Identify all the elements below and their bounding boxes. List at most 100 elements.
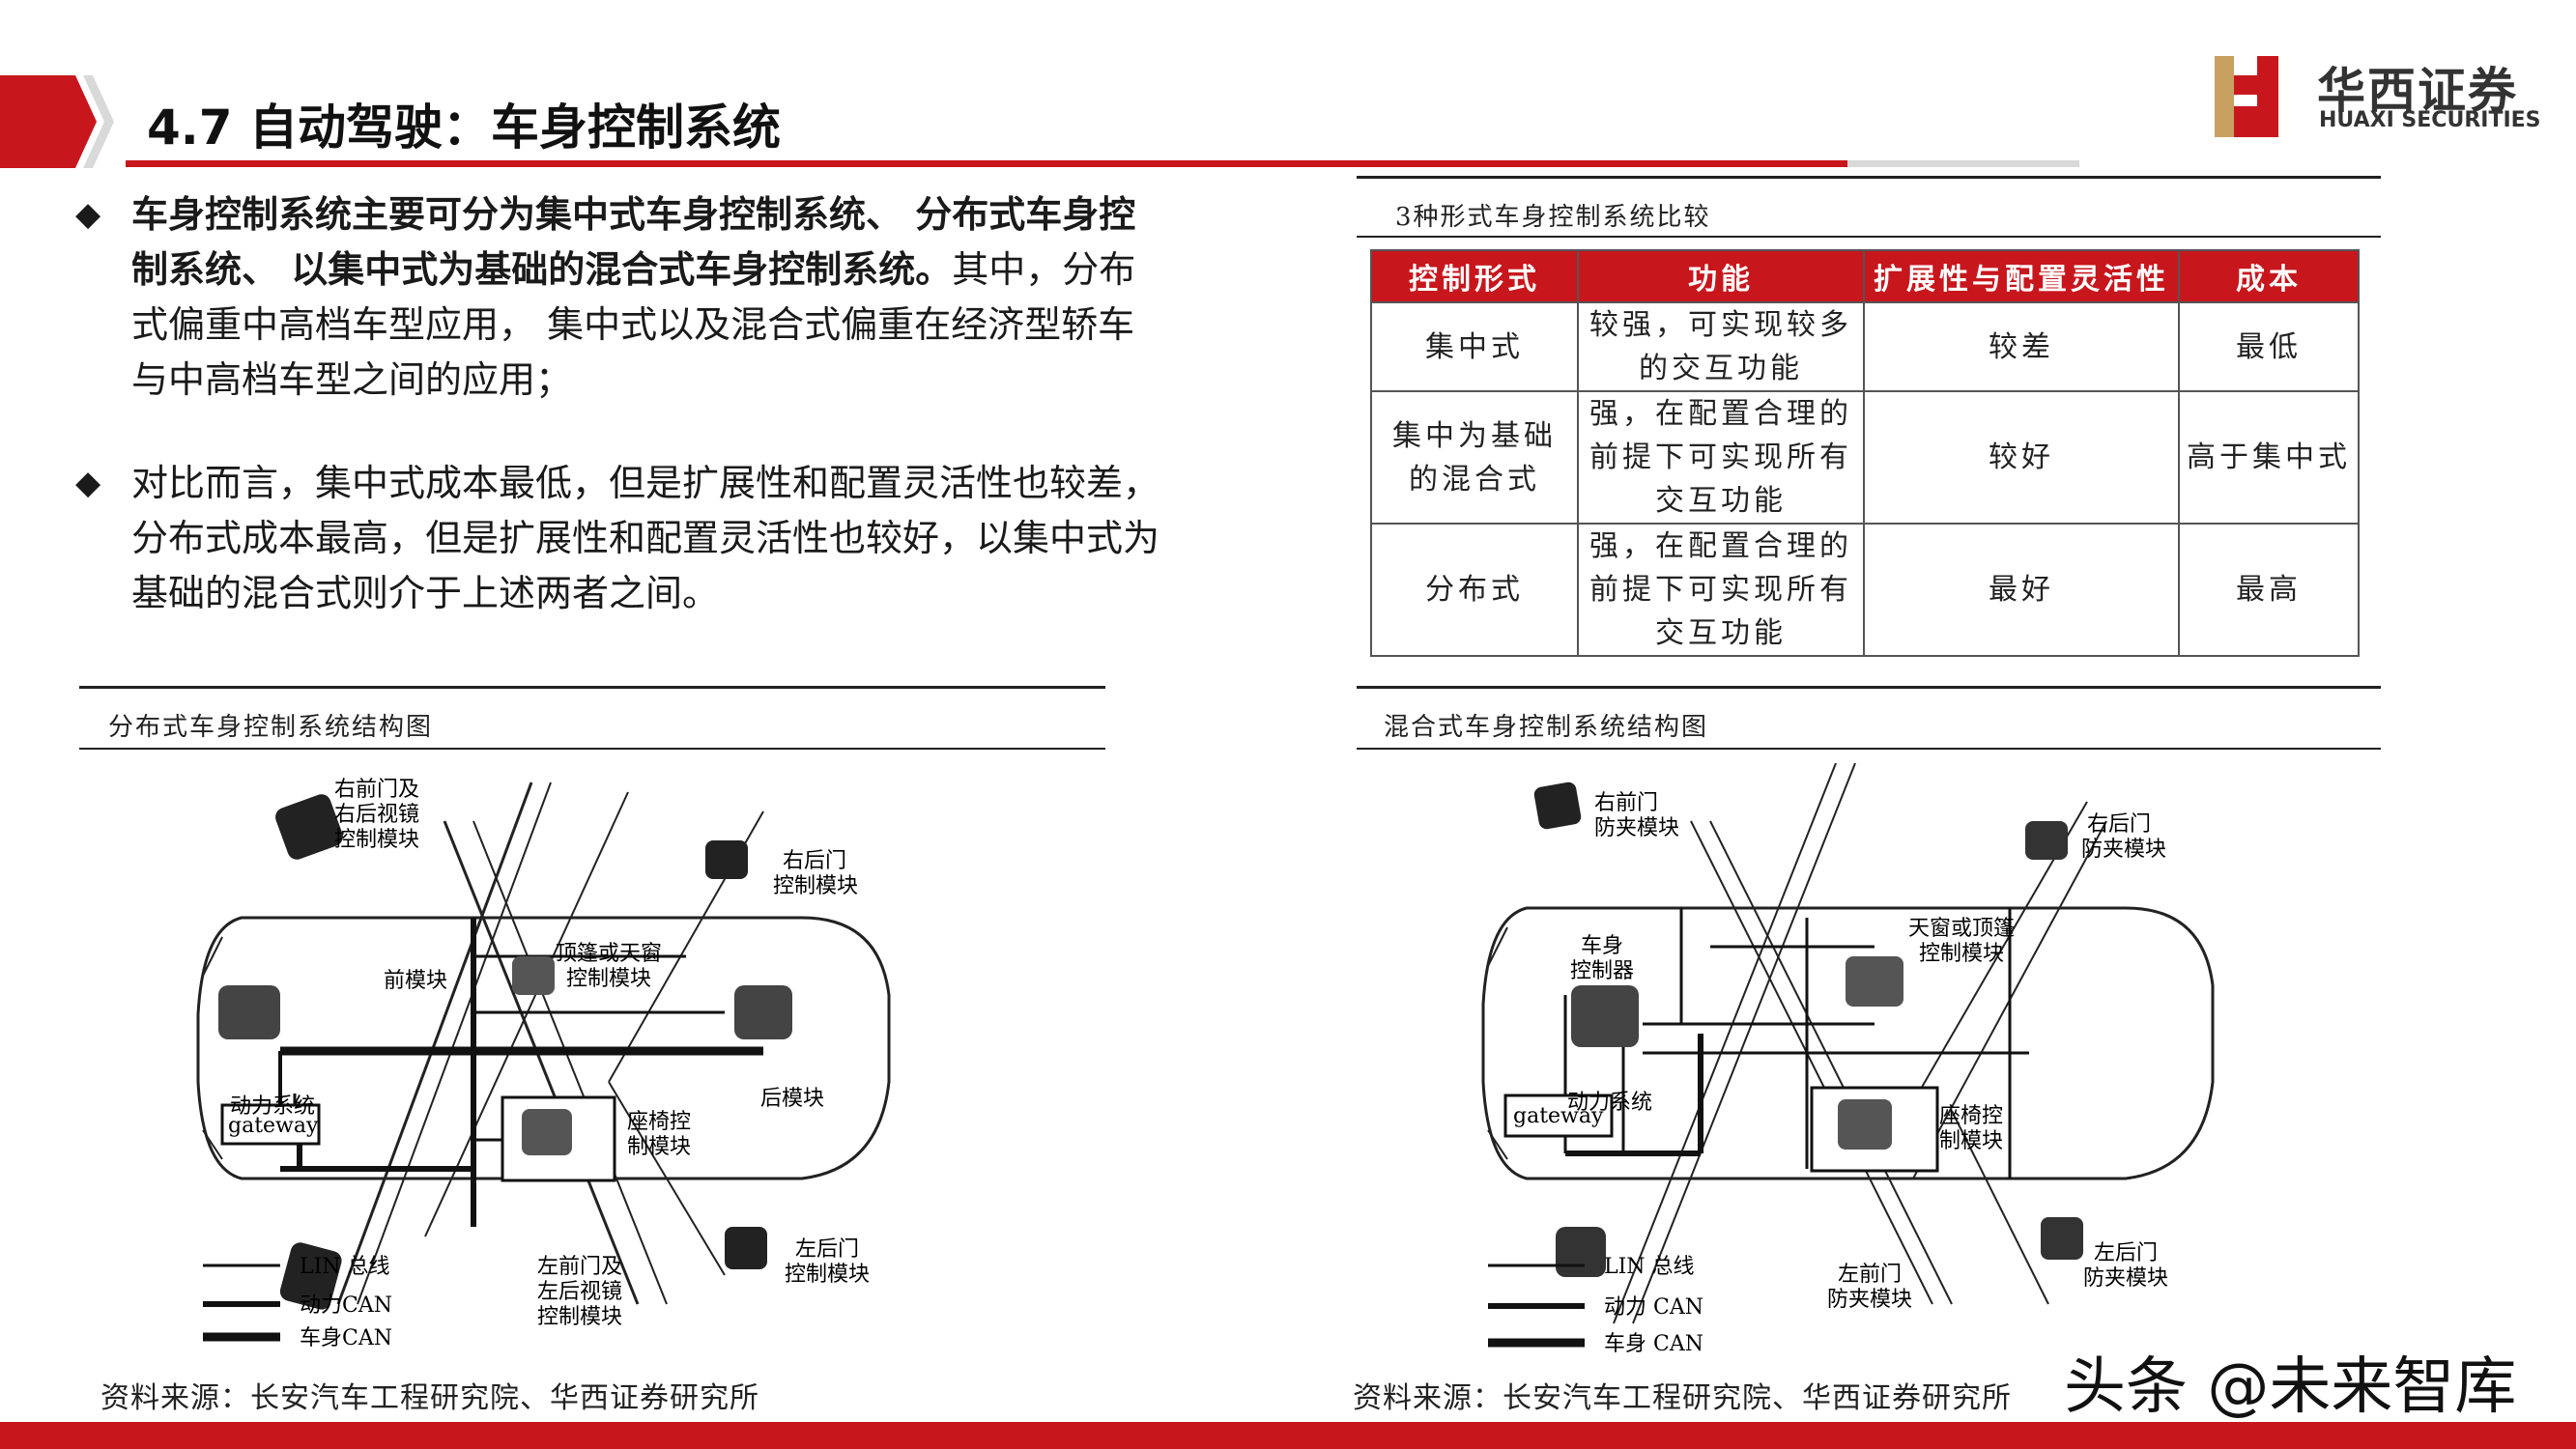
diagram-label: 控制模块: [537, 1305, 622, 1329]
logo-chinese-name: 华西证券: [2317, 62, 2518, 119]
table-row: 集中式 较强，可实现较多的交互功能 较差 最低: [1370, 301, 2360, 392]
title-underline-gray: [1847, 160, 2079, 167]
comparison-table: 控制形式 功能 扩展性与配置灵活性 成本 集中式 较强，可实现较多的交互功能 较…: [1370, 249, 2360, 657]
bullet-line: 基础的混合式则介于上述两者之间。: [131, 572, 720, 614]
diagram-label: 制模块: [1939, 1129, 2003, 1153]
legend-label: 动力 CAN: [1604, 1295, 1703, 1320]
legend-label: 车身 CAN: [1604, 1332, 1703, 1356]
left-figure-caption: 分布式车身控制系统结构图: [108, 713, 434, 742]
diagram-label: 防夹模块: [1827, 1288, 1912, 1312]
table-cell: 最高: [2178, 523, 2360, 657]
table-row: 集中为基础的混合式 强，在配置合理的前提下可实现所有交互功能 较好 高于集中式: [1370, 390, 2360, 525]
left-figure-caption-rule: [79, 748, 1105, 750]
diagram-label: 控制模块: [566, 967, 651, 991]
diagram-label: 座椅控: [1939, 1104, 2003, 1128]
diagram-label: 右前门及: [334, 778, 419, 802]
table-caption: 3种形式车身控制系统比较: [1395, 203, 1711, 232]
diagram-label: 控制模块: [785, 1263, 870, 1287]
diagram-label: 后模块: [760, 1087, 824, 1111]
diagram-label: 动力系统: [1567, 1091, 1652, 1115]
bullet-line: 车身控制系统主要可分为集中式车身控制系统、 分布式车身控: [131, 193, 1136, 236]
table-header: 功能: [1577, 249, 1865, 303]
table-cell: 最好: [1863, 523, 2180, 657]
table-cell: 较强，可实现较多: [1589, 308, 1852, 342]
diamond-bullet-icon: ◆: [75, 464, 101, 502]
table-cell: 前提下可实现所有: [1589, 440, 1852, 474]
diagram-label: 左前门及: [537, 1255, 622, 1279]
distributed-system-diagram: 右前门及 右后视镜 控制模块 右后门 控制模块 前模块 顶篷或天窗 控制模块 后…: [196, 778, 891, 1350]
diagram-label: 防夹模块: [2081, 838, 2166, 862]
legend-label: LIN 总线: [300, 1255, 390, 1279]
table-cell: 的混合式: [1409, 462, 1540, 497]
diagram-label: 右后门: [2087, 812, 2151, 837]
table-cell: 强，在配置合理的: [1589, 529, 1852, 563]
diagram-label: 右后视镜: [334, 803, 419, 827]
table-cell: 较差: [1863, 301, 2180, 392]
diagram-label: 左后视镜: [537, 1280, 622, 1304]
diagram-label: gateway: [1513, 1104, 1604, 1128]
table-cell: 强，在配置合理的: [1589, 397, 1852, 431]
gateway-box: [1503, 1094, 1614, 1138]
diagram-label: 顶篷或天窗: [556, 942, 662, 966]
table-header: 扩展性与配置灵活性: [1863, 249, 2180, 303]
hybrid-system-diagram: 右前门 防夹模块 右后门 防夹模块 车身 控制器 天窗或顶篷 控制模块 动力系统…: [1481, 763, 2215, 1356]
table-top-rule: [1357, 176, 2381, 179]
diagram-label: 防夹模块: [1594, 816, 1679, 840]
diagram-label: 控制模块: [1919, 942, 2004, 966]
header-arrow-decoration: [0, 75, 114, 168]
diagram-label: 车身: [1581, 934, 1623, 958]
table-cell: 交互功能: [1655, 616, 1787, 650]
diagram-label: 动力系统: [230, 1094, 315, 1119]
diagram-label: gateway: [228, 1114, 319, 1138]
table-cell: 集中式: [1425, 329, 1524, 364]
logo-english-name: HUAXI SECURITIES: [2319, 108, 2541, 132]
table-header: 控制形式: [1370, 249, 1579, 303]
bullet-line: 分布式成本最高，但是扩展性和配置灵活性也较好，以集中式为: [131, 517, 1160, 559]
table-header: 成本: [2178, 249, 2360, 303]
bullet-line: 与中高档车型之间的应用；: [131, 358, 573, 401]
right-figure-source: 资料来源：长安汽车工程研究院、华西证券研究所: [1353, 1381, 2012, 1415]
table-cell: 的交互功能: [1639, 352, 1803, 385]
legend-label: 动力CAN: [300, 1293, 392, 1318]
watermark: 头条 @未来智库: [2064, 1351, 2517, 1423]
bullet-line: 对比而言，集中式成本最低，但是扩展性和配置灵活性也较差，: [131, 462, 1160, 504]
page-title: 4.7 自动驾驶：车身控制系统: [147, 99, 781, 156]
diagram-label: 右前门: [1594, 791, 1658, 815]
bullet-point-2: ◆ 对比而言，集中式成本最低，但是扩展性和配置灵活性也较差， 分布式成本最高，但…: [75, 456, 1216, 621]
diagram-label: 左前门: [1838, 1263, 1902, 1287]
bullet-line: 制系统、 以集中式为基础的混合式车身控制系统。其中，分布: [131, 248, 1136, 291]
legend-label: 车身CAN: [300, 1326, 392, 1350]
table-cell: 最低: [2178, 301, 2360, 392]
table-cell: 高于集中式: [2178, 390, 2360, 525]
diagram-label: 右后门: [783, 849, 846, 873]
left-figure-top-rule: [79, 686, 1105, 689]
company-logo-icon: [2215, 56, 2278, 137]
diagram-label: 控制模块: [773, 874, 858, 898]
table-caption-rule: [1357, 236, 2381, 238]
title-underline: [126, 160, 1847, 167]
legend-label: LIN 总线: [1604, 1255, 1695, 1279]
table-cell: 集中为基础: [1392, 418, 1557, 453]
diagram-label: 前模块: [384, 969, 447, 993]
gateway-box: [220, 1103, 321, 1146]
diagram-label: 座椅控: [627, 1110, 691, 1134]
diagram-label: 左后门: [2094, 1241, 2158, 1265]
left-figure-source: 资料来源：长安汽车工程研究院、华西证券研究所: [100, 1381, 759, 1415]
table-cell: 前提下可实现所有: [1589, 573, 1852, 607]
diagram-label: 控制模块: [334, 828, 419, 852]
diagram-label: 制模块: [627, 1135, 691, 1159]
right-figure-caption-rule: [1357, 748, 2381, 750]
right-figure-top-rule: [1357, 686, 2381, 689]
right-figure-caption: 混合式车身控制系统结构图: [1384, 713, 1709, 742]
table-cell: 分布式: [1425, 573, 1524, 607]
footer-bar: [0, 1422, 2576, 1449]
table-cell: 交互功能: [1655, 484, 1787, 518]
table-row: 分布式 强，在配置合理的前提下可实现所有交互功能 最好 最高: [1370, 523, 2360, 657]
diagram-label: 防夹模块: [2083, 1266, 2168, 1291]
diagram-label: 天窗或顶篷: [1908, 917, 2015, 941]
bullet-line: 式偏重中高档车型应用， 集中式以及混合式偏重在经济型轿车: [131, 303, 1135, 346]
bullet-point-1: ◆ 车身控制系统主要可分为集中式车身控制系统、 分布式车身控 制系统、 以集中式…: [75, 187, 1216, 408]
table-cell: 较好: [1863, 390, 2180, 525]
diagram-label: 左后门: [795, 1237, 859, 1262]
diamond-bullet-icon: ◆: [75, 195, 101, 234]
